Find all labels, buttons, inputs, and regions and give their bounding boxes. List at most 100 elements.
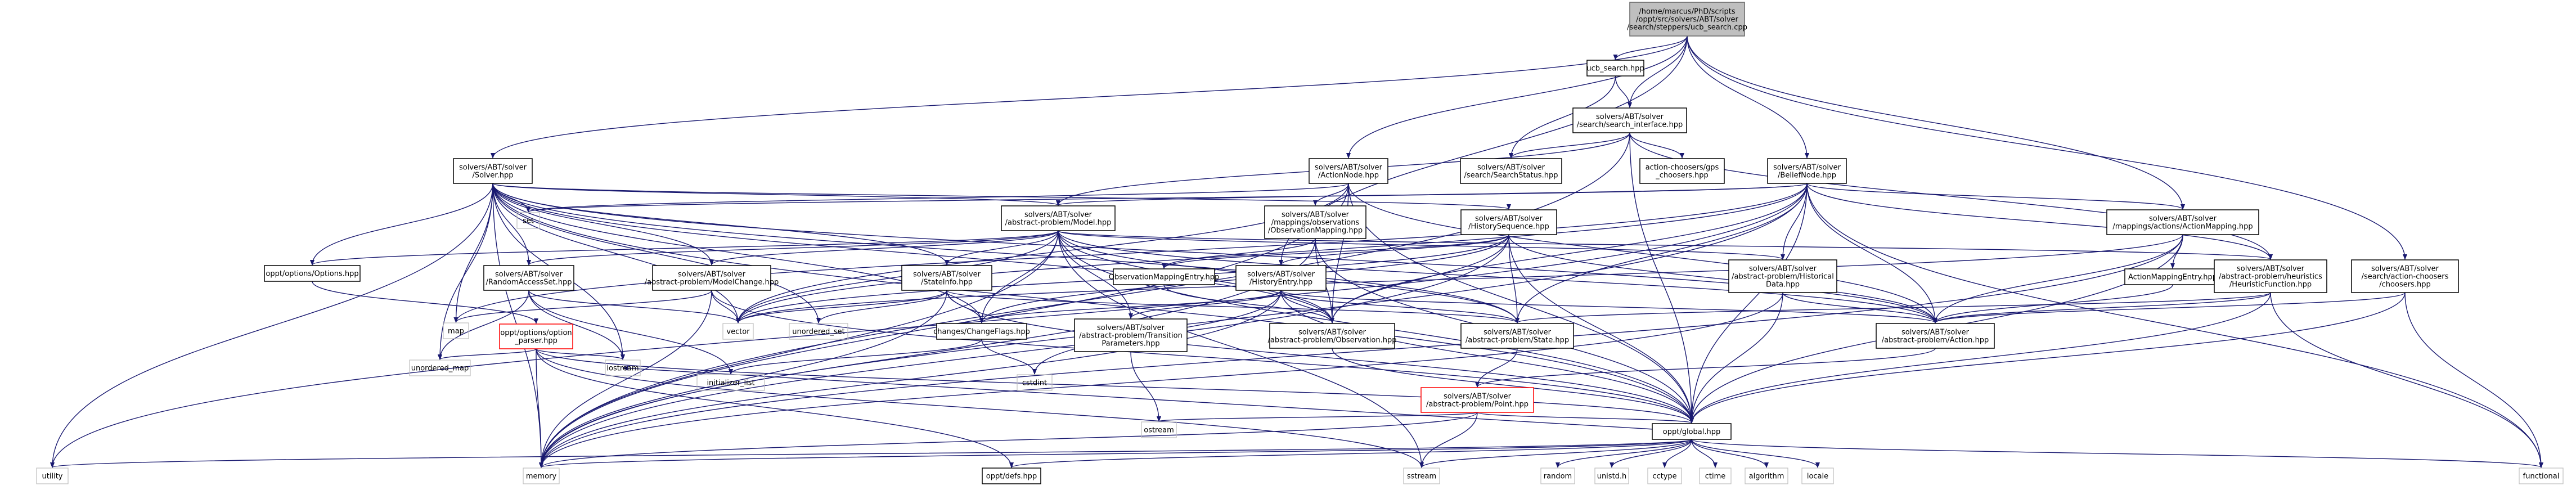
graph-node-historysequence[interactable]: solvers/ABT/solver/HistorySequence.hpp [1460, 209, 1557, 235]
edge-heuristic-to-action [1933, 292, 2271, 323]
node-label-line: solvers/ABT/solver [2149, 215, 2217, 223]
edge-stateinfo-to-memory [539, 290, 947, 468]
node-label-line: Parameters.hpp [1102, 340, 1159, 348]
graph-node-unordered_map[interactable]: unordered_map [409, 359, 471, 376]
graph-node-initializer_list[interactable]: initializer_list [696, 374, 765, 391]
edge-optionparser-to-memory [536, 348, 543, 468]
graph-node-actionnode[interactable]: solvers/ABT/solver/ActionNode.hpp [1309, 158, 1388, 184]
graph-node-changeflags[interactable]: changes/ChangeFlags.hpp [933, 323, 1030, 340]
graph-node-locale[interactable]: locale [1801, 467, 1834, 484]
graph-node-point[interactable]: solvers/ABT/solver/abstract-problem/Poin… [1420, 387, 1534, 413]
graph-node-random[interactable]: random [1540, 467, 1575, 484]
node-label-line: /mappings/observations [1271, 219, 1360, 227]
graph-node-modelchange[interactable]: solvers/ABT/solver/abstract-problem/Mode… [645, 265, 779, 291]
graph-node-algorithm[interactable]: algorithm [1745, 467, 1788, 484]
node-label-line: solvers/ABT/solver [1097, 324, 1165, 332]
graph-node-actionmappingentry[interactable]: ActionMappingEntry.hpp [2124, 268, 2221, 285]
edge-historyentry-to-transition_params [1129, 290, 1282, 319]
edge-historysequence-to-memory [539, 234, 1509, 468]
node-box [2106, 209, 2259, 235]
graph-node-stateinfo[interactable]: solvers/ABT/solver/StateInfo.hpp [901, 265, 992, 291]
graph-node-sstream[interactable]: sstream [1403, 467, 1440, 484]
node-box [982, 467, 1041, 484]
edge-choosers-to-action [1933, 292, 2406, 323]
graph-node-set[interactable]: set [516, 212, 540, 229]
graph-node-randomaccessset[interactable]: solvers/ABT/solver/RandomAccessSet.hpp [483, 265, 574, 291]
graph-node-choosers[interactable]: solvers/ABT/solver/search/action-chooser… [2351, 259, 2459, 293]
graph-node-utility[interactable]: utility [36, 467, 69, 484]
node-label-line: solvers/ABT/solver [678, 271, 746, 279]
graph-node-cstdint[interactable]: cstdint [1017, 374, 1053, 391]
graph-node-solver[interactable]: solvers/ABT/solver/Solver.hpp [453, 158, 533, 184]
edge-obs_mapping-to-obsmappingentry [1162, 238, 1316, 269]
graph-node-map[interactable]: map [443, 322, 469, 339]
graph-node-ctime[interactable]: ctime [1699, 467, 1732, 484]
node-box [936, 323, 1027, 340]
graph-node-functional[interactable]: functional [2519, 467, 2564, 484]
graph-node-unordered_set[interactable]: unordered_set [789, 323, 848, 340]
graph-node-optionparser[interactable]: oppt/options/option_parser.hpp [499, 323, 573, 349]
node-box [36, 467, 69, 484]
node-label-line: solvers/ABT/solver [495, 271, 563, 279]
edge-state-to-point [1475, 348, 1518, 388]
edge-global-to-memory [539, 439, 1692, 468]
graph-node-search_interface[interactable]: solvers/ABT/solver/search/search_interfa… [1572, 107, 1687, 133]
node-label-line: solvers/ABT/solver [913, 271, 981, 279]
graph-node-unistd[interactable]: unistd.h [1594, 467, 1629, 484]
graph-node-memory[interactable]: memory [523, 467, 560, 484]
graph-node-root[interactable]: /home/marcus/PhD/scripts/oppt/src/solver… [1627, 2, 1747, 37]
node-box [901, 265, 992, 291]
edge-global-to-locale [1691, 439, 1820, 468]
node-label-line: solvers/ABT/solver [1749, 265, 1817, 273]
graph-node-ucb_search[interactable]: ucb_search.hpp [1586, 60, 1644, 77]
edge-historical_data-to-global [1689, 292, 1783, 424]
node-box [2214, 259, 2327, 293]
graph-node-beliefnode[interactable]: solvers/ABT/solver/BeliefNode.hpp [1767, 158, 1847, 184]
graph-node-vector[interactable]: vector [722, 323, 754, 340]
node-label-line: oppt/global.hpp [1663, 428, 1720, 437]
graph-node-state[interactable]: solvers/ABT/solver/abstract-problem/Stat… [1460, 323, 1574, 349]
graph-node-model[interactable]: solvers/ABT/solver/abstract-problem/Mode… [1001, 205, 1116, 231]
edge-global-to-utility [51, 439, 1692, 468]
edge-root-to-ucb_search [1613, 35, 1688, 60]
graph-node-observation[interactable]: solvers/ABT/solver/abstract-problem/Obse… [1268, 323, 1397, 349]
edge-historysequence-to-global [1508, 234, 1694, 424]
node-label-line: sstream [1407, 473, 1436, 481]
nodes-layer: /home/marcus/PhD/scripts/oppt/src/solver… [36, 2, 2564, 484]
node-label-line: unistd.h [1597, 473, 1627, 481]
edge-model-to-modelchange [709, 230, 1059, 266]
graph-node-action[interactable]: solvers/ABT/solver/abstract-problem/Acti… [1876, 323, 1995, 349]
node-box [722, 323, 754, 340]
graph-node-searchstatus[interactable]: solvers/ABT/solver/search/SearchStatus.h… [1460, 158, 1562, 184]
node-label-line: memory [526, 473, 557, 481]
graph-node-cctype[interactable]: cctype [1647, 467, 1682, 484]
graph-node-obs_mapping[interactable]: solvers/ABT/solver/mappings/observations… [1264, 205, 1366, 239]
edge-root-to-choosers [1687, 35, 2407, 260]
node-label-line: solvers/ABT/solver [1282, 211, 1350, 219]
graph-node-ostream[interactable]: ostream [1141, 421, 1177, 438]
node-label-line: /search/action-choosers [2362, 273, 2449, 281]
edge-heuristic-to-functional [2270, 292, 2543, 468]
edge-search_interface-to-heuristic [1629, 132, 2273, 260]
graph-node-historyentry[interactable]: solvers/ABT/solver/HistoryEntry.hpp [1235, 265, 1327, 291]
graph-node-options[interactable]: oppt/options/Options.hpp [264, 265, 361, 282]
graph-node-historical_data[interactable]: solvers/ABT/solver/abstract-problem/Hist… [1728, 259, 1837, 293]
graph-node-global[interactable]: oppt/global.hpp [1652, 423, 1732, 440]
edge-optionparser-to-sstream [536, 348, 1424, 468]
graph-node-obsmappingentry[interactable]: ObservationMappingEntry.hpp [1109, 268, 1220, 285]
node-label-line: locale [1807, 473, 1828, 481]
graph-node-action_mapping[interactable]: solvers/ABT/solver/mappings/actions/Acti… [2106, 209, 2259, 235]
node-label-line: oppt/options/option [500, 329, 572, 338]
node-label-line: oppt/options/Options.hpp [266, 270, 358, 278]
graph-node-iostream[interactable]: iostream [605, 359, 641, 376]
graph-node-transition_params[interactable]: solvers/ABT/solver/abstract-problem/Tran… [1074, 318, 1188, 352]
edge-beliefnode-to-action [1806, 183, 1937, 323]
node-label-line: /BeliefNode.hpp [1778, 172, 1836, 180]
edge-point-to-global [1477, 412, 1694, 424]
graph-node-defs[interactable]: oppt/defs.hpp [982, 467, 1041, 484]
graph-node-action_choosers_gps[interactable]: action-choosers/gps_choosers.hpp [1639, 158, 1725, 184]
edge-actionnode-to-global [1348, 183, 1694, 424]
graph-node-heuristic[interactable]: solvers/ABT/solver/abstract-problem/heur… [2214, 259, 2327, 293]
edge-historyentry-to-memory [539, 290, 1282, 468]
edge-point-to-ostream [1157, 412, 1478, 422]
